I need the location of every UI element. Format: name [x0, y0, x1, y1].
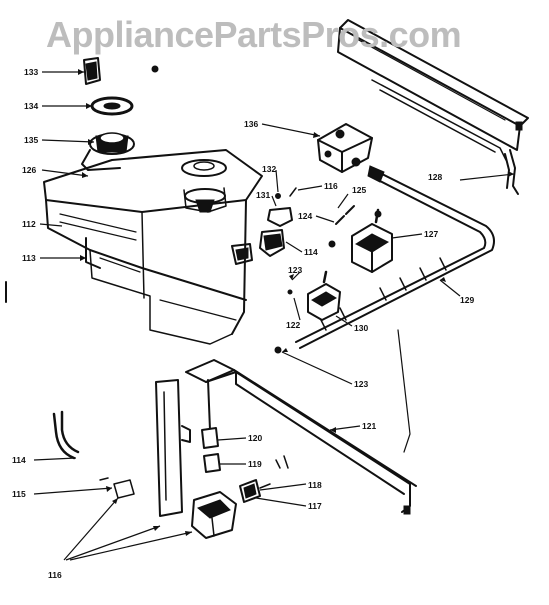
callout-113: 113 [22, 253, 36, 263]
pressure-regulator [317, 123, 373, 173]
burner-cap-stack [81, 57, 159, 171]
callout-116-upper: 116 [324, 181, 338, 191]
burner-valves [231, 187, 393, 354]
callout-134: 134 [24, 101, 38, 111]
callout-125: 125 [352, 185, 366, 195]
callout-127: 127 [424, 229, 438, 239]
callout-114: 114 [12, 455, 26, 465]
callout-112: 112 [22, 219, 36, 229]
callout-128: 128 [428, 172, 442, 182]
arrowheads [78, 69, 514, 536]
callout-123: 123 [288, 265, 302, 275]
callout-119: 119 [248, 459, 262, 469]
callout-115: 115 [12, 489, 26, 499]
callout-118: 118 [308, 480, 322, 490]
callout-116: 116 [48, 570, 62, 580]
callout-126: 126 [22, 165, 36, 175]
callout-130: 130 [354, 323, 368, 333]
callout-129: 129 [460, 295, 474, 305]
callout-132: 132 [262, 164, 276, 174]
callout-135: 135 [24, 135, 38, 145]
callouts: 133 134 135 126 112 113 136 132 131 116 … [12, 67, 474, 580]
leader-lines [33, 71, 515, 561]
callout-124: 124 [298, 211, 312, 221]
callout-122: 122 [286, 320, 300, 330]
callout-133: 133 [24, 67, 38, 77]
leader-line-long [397, 329, 411, 453]
callout-120: 120 [248, 433, 262, 443]
callout-123-lower: 123 [354, 379, 368, 389]
callout-136: 136 [244, 119, 258, 129]
tube-128 [504, 149, 519, 195]
callout-117: 117 [308, 501, 322, 511]
watermark: AppliancePartsPros.com [46, 14, 462, 55]
manifold-tube [295, 165, 495, 349]
callout-131: 131 [256, 190, 270, 200]
lower-assembly [52, 359, 417, 539]
callout-114-upper: 114 [304, 247, 318, 257]
burner-box [43, 149, 263, 345]
callout-121: 121 [362, 421, 376, 431]
rear-bracket [337, 19, 529, 161]
